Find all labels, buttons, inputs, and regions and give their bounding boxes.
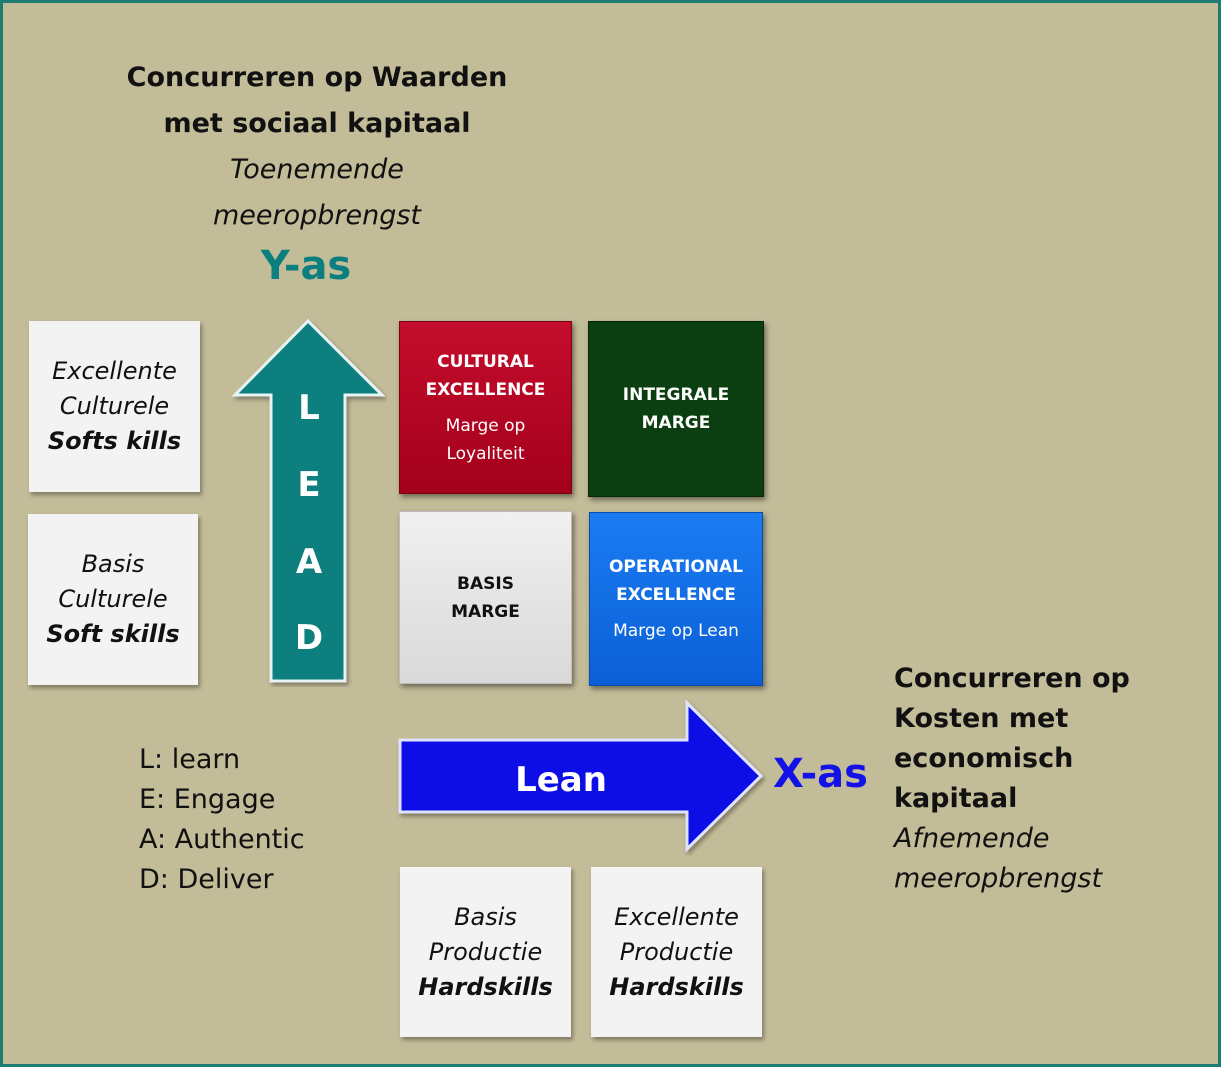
lead-letter-l: L bbox=[298, 388, 320, 428]
quadrant-integrale-marge: INTEGRALE MARGE bbox=[588, 321, 764, 497]
x-title-line3: economisch bbox=[894, 743, 1074, 774]
lead-arrow-shape bbox=[231, 318, 386, 683]
quadrant-title-line2: MARGE bbox=[451, 601, 520, 622]
production-box-excellent: Excellente Productie Hardskills bbox=[591, 867, 762, 1037]
lead-letter-e: E bbox=[297, 465, 320, 505]
culture-box-excellent: Excellente Culturele Softs kills bbox=[29, 321, 200, 492]
x-subtitle-line1: Afnemende bbox=[894, 823, 1050, 854]
production-box-line3: Hardskills bbox=[609, 972, 744, 1001]
lean-arrow-shape bbox=[398, 699, 764, 853]
culture-box-line3: Soft skills bbox=[46, 620, 180, 648]
lead-up-arrow: L E A D bbox=[231, 318, 386, 683]
culture-box-line2: Culturele bbox=[59, 392, 170, 420]
culture-box-line1: Basis bbox=[81, 550, 145, 578]
y-subtitle-line1: Toenemende bbox=[230, 154, 404, 185]
quadrant-title-line2: EXCELLENCE bbox=[616, 585, 736, 605]
legend-item-e: E: Engage bbox=[139, 784, 276, 815]
production-box-line2: Productie bbox=[428, 937, 543, 966]
lead-legend: L: learn E: Engage A: Authentic D: Deliv… bbox=[139, 740, 305, 900]
quadrant-title-line2: EXCELLENCE bbox=[425, 379, 546, 400]
quadrant-title-line2: MARGE bbox=[641, 413, 711, 433]
quadrant-sub-line2: Loyaliteit bbox=[446, 443, 525, 464]
quadrant-sub-line1: Marge op bbox=[445, 415, 526, 436]
x-subtitle-line2: meeropbrengst bbox=[894, 863, 1103, 894]
culture-box-line3: Softs kills bbox=[47, 427, 182, 455]
lean-arrow-label: Lean bbox=[515, 760, 607, 800]
quadrant-basis-marge: BASIS MARGE bbox=[399, 511, 572, 684]
legend-item-a: A: Authentic bbox=[139, 824, 305, 855]
x-title-line1: Concurreren op bbox=[894, 663, 1130, 694]
x-axis-label: X-as bbox=[773, 751, 868, 797]
y-subtitle-line2: meeropbrengst bbox=[212, 200, 422, 231]
quadrant-title-line1: CULTURAL bbox=[437, 351, 534, 372]
lead-letter-a: A bbox=[296, 542, 323, 582]
x-axis-title: Concurreren op Kosten met economisch kap… bbox=[894, 659, 1194, 899]
lead-letter-d: D bbox=[295, 618, 323, 658]
y-axis-label: Y-as bbox=[260, 243, 352, 289]
quadrant-title-line1: OPERATIONAL bbox=[608, 557, 744, 577]
production-box-line3: Hardskills bbox=[418, 972, 553, 1001]
production-box-line1: Basis bbox=[454, 902, 517, 931]
quadrant-title-line1: BASIS bbox=[457, 573, 514, 594]
culture-box-line2: Culturele bbox=[58, 585, 168, 613]
legend-item-d: D: Deliver bbox=[139, 864, 274, 895]
quadrant-sub-line1: Marge op Lean bbox=[613, 621, 739, 641]
x-title-line4: kapitaal bbox=[894, 783, 1018, 814]
production-box-line1: Excellente bbox=[614, 902, 739, 931]
culture-box-basis: Basis Culturele Soft skills bbox=[28, 514, 198, 685]
y-title-line2: met sociaal kapitaal bbox=[163, 108, 471, 139]
lean-right-arrow: Lean bbox=[398, 699, 764, 853]
production-box-line2: Productie bbox=[619, 937, 734, 966]
x-title-line2: Kosten met bbox=[894, 703, 1069, 734]
legend-item-l: L: learn bbox=[139, 744, 241, 775]
y-axis-title: Concurreren op Waarden met sociaal kapit… bbox=[103, 55, 531, 239]
production-box-basis: Basis Productie Hardskills bbox=[400, 867, 571, 1037]
culture-box-line1: Excellente bbox=[52, 357, 177, 385]
quadrant-cultural-excellence: CULTURAL EXCELLENCE Marge op Loyaliteit bbox=[399, 321, 572, 494]
quadrant-operational-excellence: OPERATIONAL EXCELLENCE Marge op Lean bbox=[589, 512, 763, 686]
y-title-line1: Concurreren op Waarden bbox=[126, 62, 508, 93]
quadrant-title-line1: INTEGRALE bbox=[622, 385, 730, 405]
